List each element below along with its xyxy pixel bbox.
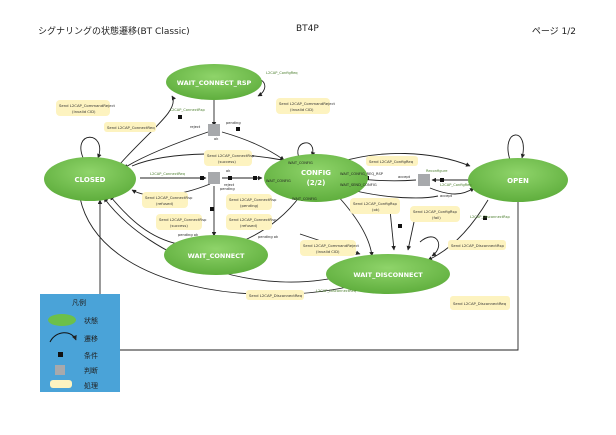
legend: 凡例 状態 遷移 条件 判断 処理 [40, 294, 120, 392]
svg-text:ok: ok [214, 137, 219, 141]
document-code: BT4P [296, 24, 319, 34]
svg-text:reject: reject [190, 125, 201, 129]
legend-state-icon [48, 314, 76, 326]
svg-text:(pending): (pending) [240, 203, 259, 208]
note-disconnect-rsp: Send L2CAP_DisconnectRsp [448, 240, 506, 250]
svg-text:(ok): (ok) [372, 207, 380, 212]
svg-text:(fail): (fail) [432, 215, 441, 220]
note-connect-rsp-refused-1: Send L2CAP_ConnectRsp (refused) [142, 192, 193, 208]
process-notes: Send L2CAP_CommandReject (Invalid CID) S… [56, 98, 510, 310]
svg-text:WAIT_CONFIG: WAIT_CONFIG [266, 179, 291, 183]
state-open: OPEN [468, 158, 568, 202]
note-connect-rsp-success-1: Send L2CAP_ConnectRsp (success) [204, 150, 255, 166]
svg-text:Send L2CAP_CommandReject: Send L2CAP_CommandReject [303, 243, 360, 248]
note-command-reject-1: Send L2CAP_CommandReject (Invalid CID) [56, 100, 116, 116]
state-wait-connect: WAIT_CONNECT [164, 235, 268, 275]
note-config-rsp-ok: Send L2CAP_ConfigRsp (ok) [350, 198, 400, 214]
svg-text:(success): (success) [170, 223, 188, 228]
svg-text:L2CAP_ConfigReq: L2CAP_ConfigReq [266, 71, 298, 75]
svg-text:(Invalid CID): (Invalid CID) [290, 107, 314, 112]
svg-text:L2CAP_ConnectRsp: L2CAP_ConnectRsp [170, 108, 205, 112]
svg-text:(success): (success) [218, 159, 236, 164]
svg-text:Send L2CAP_ConfigRsp: Send L2CAP_ConfigRsp [413, 209, 458, 214]
legend-transition-icon [49, 332, 77, 343]
svg-text:Send L2CAP_ConnectRsp: Send L2CAP_ConnectRsp [229, 217, 277, 222]
note-connect-rsp-refused-2: Send L2CAP_ConnectRsp (refused) [226, 214, 277, 230]
svg-text:pending ok: pending ok [258, 235, 279, 239]
svg-text:pending ok: pending ok [178, 233, 199, 237]
svg-text:WAIT_DISCONNECT: WAIT_DISCONNECT [353, 271, 423, 279]
state-wait-disconnect: WAIT_DISCONNECT [326, 254, 450, 294]
svg-text:L2CAP_ConfigReq: L2CAP_ConfigReq [440, 183, 472, 187]
state-wait-connect-rsp: WAIT_CONNECT_RSP [166, 64, 262, 100]
svg-text:遷移: 遷移 [84, 334, 98, 343]
svg-text:accept: accept [440, 194, 453, 198]
svg-text:accept: accept [398, 175, 411, 179]
decision-node [208, 172, 220, 184]
decision-nodes [208, 124, 430, 186]
svg-text:(refused): (refused) [240, 223, 258, 228]
decision-node [208, 124, 220, 136]
legend-process-icon [50, 380, 72, 388]
svg-text:WAIT_SEND_CONFIG: WAIT_SEND_CONFIG [340, 183, 377, 187]
svg-text:WAIT_CONFIG: WAIT_CONFIG [292, 197, 317, 201]
svg-text:Send L2CAP_ConnectRsp: Send L2CAP_ConnectRsp [229, 197, 277, 202]
svg-text:L2CAP_ConnectReq: L2CAP_ConnectReq [150, 172, 185, 176]
legend-decision-icon [55, 365, 65, 375]
page-number: ページ 1/2 [531, 27, 576, 37]
note-disconnect-req-2: Send L2CAP_DisconnectReq [450, 296, 510, 310]
svg-text:L2CAP_DisconnectReq: L2CAP_DisconnectReq [316, 289, 356, 293]
svg-text:Send L2CAP_DisconnectReq: Send L2CAP_DisconnectReq [453, 301, 507, 306]
svg-text:Send L2CAP_ConnectRsp: Send L2CAP_ConnectRsp [207, 153, 255, 158]
note-connect-rsp-pending: Send L2CAP_ConnectRsp (pending) [226, 194, 277, 210]
svg-text:(Invalid CID): (Invalid CID) [316, 249, 340, 254]
svg-text:条件: 条件 [84, 351, 98, 360]
svg-text:L2CAP_DisconnectRsp: L2CAP_DisconnectRsp [470, 215, 511, 219]
state-config: CONFIG (2/2) WAIT_CONFIG [264, 154, 368, 202]
svg-text:WAIT_CONNECT: WAIT_CONNECT [188, 252, 245, 260]
svg-text:ok: ok [226, 169, 231, 173]
note-disconnect-req-1: Send L2CAP_DisconnectReq [246, 290, 304, 300]
svg-text:WAIT_CONFIG: WAIT_CONFIG [288, 161, 313, 165]
svg-text:Send L2CAP_CommandReject: Send L2CAP_CommandReject [279, 101, 336, 106]
svg-text:Send L2CAP_DisconnectRsp: Send L2CAP_DisconnectRsp [451, 243, 504, 248]
edge-labels: L2CAP_ConfigReq L2CAP_ConnectReq L2CAP_C… [150, 71, 511, 293]
svg-text:WAIT_CONNECT_RSP: WAIT_CONNECT_RSP [177, 79, 252, 87]
state-closed: CLOSED [44, 157, 136, 201]
svg-text:CLOSED: CLOSED [75, 176, 106, 184]
note-connect-req: Send L2CAP_ConnectReq [104, 122, 156, 132]
svg-text:(2/2): (2/2) [307, 179, 326, 187]
svg-text:(refused): (refused) [156, 201, 174, 206]
svg-text:Send L2CAP_ConfigRsp: Send L2CAP_ConfigRsp [353, 201, 398, 206]
note-connect-rsp-success-2: Send L2CAP_ConnectRsp (success) [156, 214, 207, 230]
svg-text:reject: reject [224, 183, 235, 187]
svg-text:Send L2CAP_ConnectRsp: Send L2CAP_ConnectRsp [159, 217, 207, 222]
page-title: シグナリングの状態遷移(BT Classic) [38, 27, 190, 37]
svg-text:Reconfigure: Reconfigure [426, 169, 448, 173]
svg-text:OPEN: OPEN [507, 177, 529, 185]
svg-text:(Invalid CID): (Invalid CID) [72, 109, 96, 114]
note-command-reject-3: Send L2CAP_CommandReject (Invalid CID) [300, 240, 360, 256]
svg-text:処理: 処理 [84, 381, 98, 390]
svg-text:WAIT_CONFIG_REQ_RSP: WAIT_CONFIG_REQ_RSP [340, 172, 384, 176]
note-command-reject-2: Send L2CAP_CommandReject (Invalid CID) [276, 98, 336, 114]
note-config-req: Send L2CAP_ConfigReq [366, 156, 418, 166]
svg-text:Send L2CAP_DisconnectReq: Send L2CAP_DisconnectReq [249, 293, 303, 298]
decision-node [418, 174, 430, 186]
legend-title: 凡例 [72, 298, 86, 307]
svg-text:Send L2CAP_CommandReject: Send L2CAP_CommandReject [59, 103, 116, 108]
svg-text:Send L2CAP_ConnectReq: Send L2CAP_ConnectReq [107, 125, 155, 130]
svg-text:状態: 状態 [84, 316, 98, 325]
svg-text:判断: 判断 [84, 366, 98, 375]
legend-box [40, 294, 120, 392]
legend-condition-icon [58, 352, 63, 357]
svg-text:Send L2CAP_ConnectRsp: Send L2CAP_ConnectRsp [145, 195, 193, 200]
svg-text:CONFIG: CONFIG [301, 169, 331, 177]
note-config-rsp-fail: Send L2CAP_ConfigRsp (fail) [410, 206, 460, 222]
svg-text:pending: pending [220, 187, 235, 191]
svg-text:Send L2CAP_ConfigReq: Send L2CAP_ConfigReq [369, 159, 414, 164]
svg-text:pending: pending [226, 121, 241, 125]
